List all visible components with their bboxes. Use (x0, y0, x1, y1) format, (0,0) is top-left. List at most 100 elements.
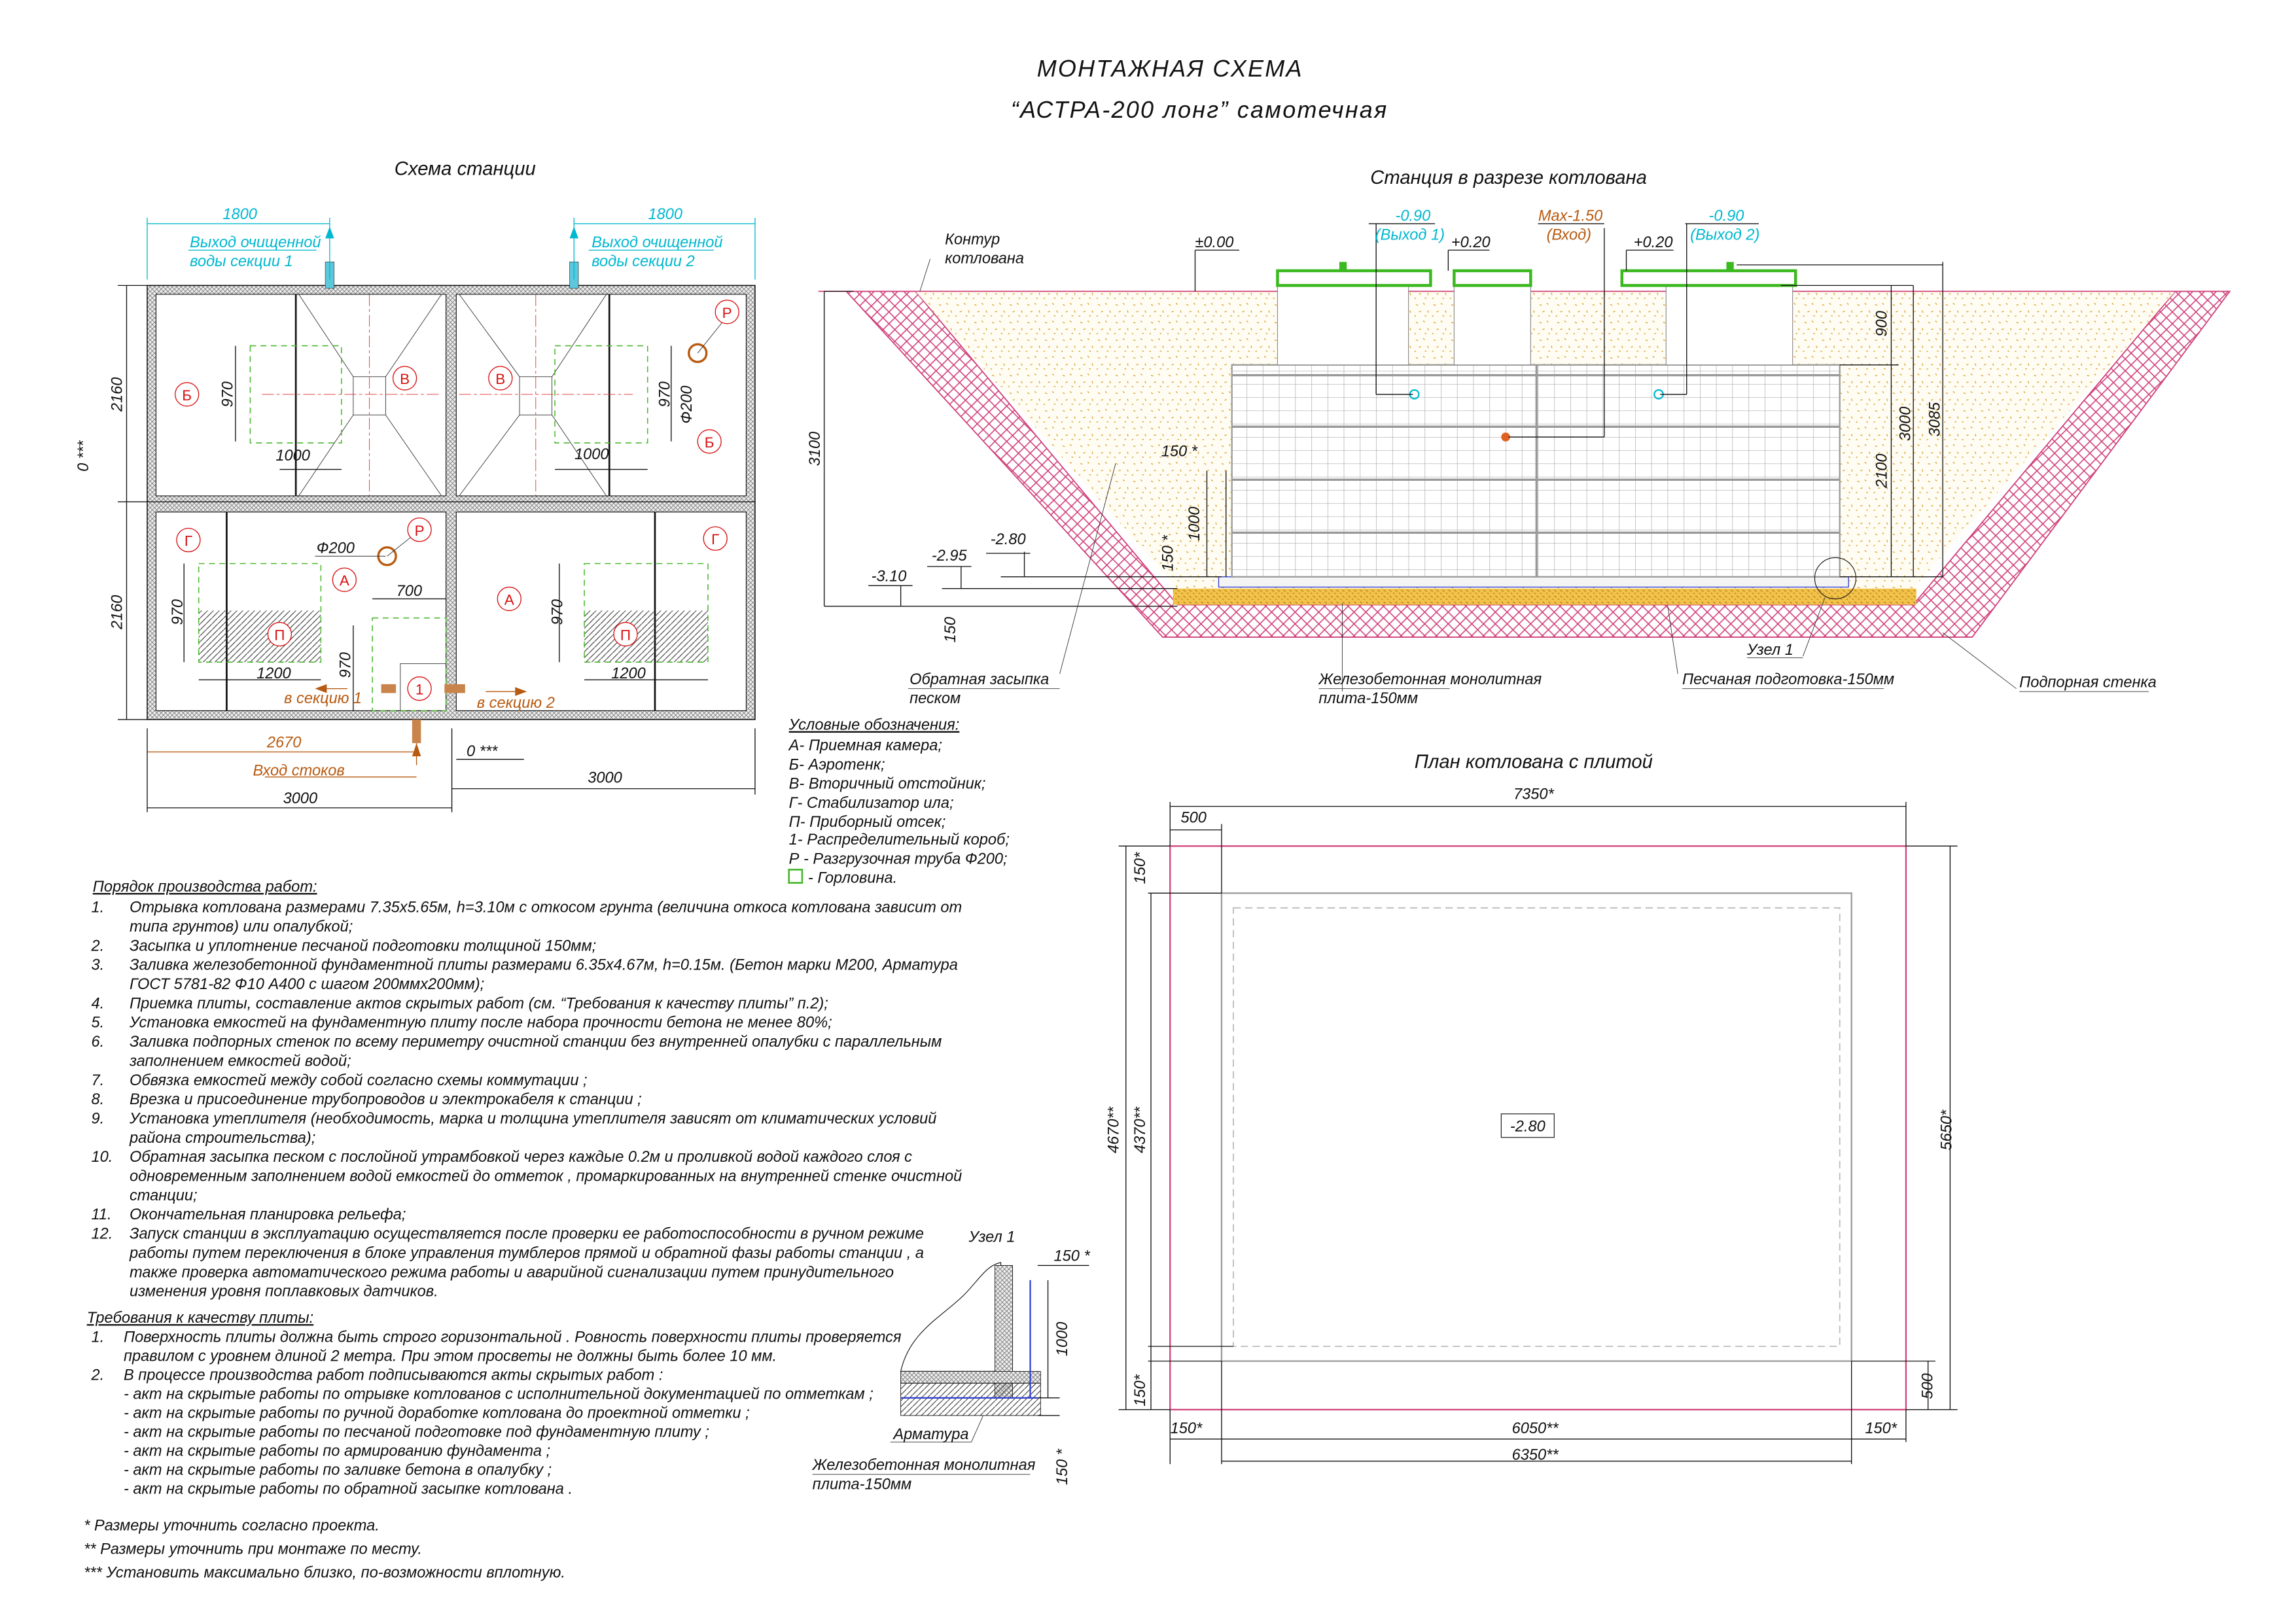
manhole (249, 345, 342, 444)
dimension-lines (1118, 801, 1958, 1465)
procedure-line: Обвязка емкостей между собой согласно сх… (130, 1072, 588, 1089)
station-scheme: Схема станции (75, 159, 756, 812)
manhole (554, 345, 648, 444)
label-g: Г (185, 532, 192, 549)
quality-title: Требования к качеству плиты: (87, 1310, 313, 1327)
dim-6050: 6050** (1512, 1420, 1559, 1437)
slab-outline (1220, 892, 1852, 1362)
axis-lines (262, 294, 633, 497)
dim-phi200: Ф200 (317, 540, 355, 557)
dim-3000: 3000 (588, 770, 622, 787)
lid-2 (1453, 269, 1532, 287)
footnote: * Размеры уточнить согласно проекта. (84, 1517, 380, 1534)
inlet-pipe (412, 719, 421, 743)
procedure-number: 9. (91, 1110, 104, 1127)
legend-item: Р - Разгрузочная труба Ф200; (789, 850, 1008, 867)
label-b: Б (705, 434, 715, 451)
dim-150-star: 150* (1171, 1420, 1203, 1437)
pit-outline (1169, 845, 1907, 1410)
dim-3100: 3100 (807, 432, 824, 466)
outlet2-label: воды секции 2 (592, 253, 694, 270)
manhole (372, 617, 447, 712)
procedure-line: Врезка и присоединение трубопроводов и э… (130, 1091, 642, 1108)
concrete-slab (1218, 576, 1849, 588)
dim-970: 970 (337, 652, 354, 678)
procedure-line: Обратная засыпка песком с послойной утра… (130, 1149, 912, 1166)
sand-bed (1173, 588, 1916, 605)
dim-3000: 3000 (1898, 407, 1915, 442)
pipe-to-section2 (444, 684, 465, 693)
chamber-top-right (455, 294, 747, 497)
dim-3000: 3000 (283, 790, 318, 807)
instrument-compartment-left (198, 610, 321, 663)
procedure-line: Засыпка и уплотнение песчаной подготовки… (130, 937, 596, 954)
procedure-line: работы путем переключения в блоке управл… (129, 1245, 924, 1262)
procedure-line: изменения уровня поплавковых датчиков. (130, 1283, 438, 1300)
legend: Условные обозначения: А- Приемная камера… (788, 717, 1010, 887)
inlet-label: Вход стоков (253, 762, 345, 779)
node1-callout (1814, 557, 1856, 600)
node1-title: Узел 1 (968, 1229, 1016, 1246)
legend-item: Б- Аэротенк; (789, 756, 885, 773)
backfill-label: песком (910, 690, 961, 707)
quality-line: правилом с уровнем длиной 2 метра. При э… (124, 1348, 777, 1365)
lid-lock-icon (1726, 262, 1734, 271)
node1-dimensions (1037, 1265, 1089, 1416)
dim-150-star: 150 * (1161, 443, 1198, 460)
neck-3 (1665, 285, 1793, 366)
dim-970: 970 (549, 599, 566, 625)
footnote: *** Установить максимально близко, по-во… (84, 1564, 565, 1581)
arrow-left-icon (315, 684, 327, 693)
lid-3 (1620, 269, 1797, 287)
level-plus020: +0.20 (1634, 234, 1673, 251)
node1-dim-150: 150 * (1054, 1248, 1091, 1265)
dim-phi200: Ф200 (679, 385, 696, 423)
to-section2-label: в секцию 2 (477, 695, 555, 712)
procedure-number: 8. (91, 1091, 104, 1108)
quality-line: В процессе производства работ подписываю… (124, 1367, 663, 1384)
dim-970: 970 (169, 599, 186, 625)
node1-base (900, 1382, 1041, 1416)
instrument-compartment-right (584, 610, 708, 663)
inlet-marker-icon (1501, 432, 1510, 442)
dim-150-star: 150* (1865, 1420, 1897, 1437)
contour-label: котлована (945, 251, 1024, 268)
quality-line: - акт на скрытые работы по армированию ф… (124, 1442, 550, 1459)
procedure-number: 11. (91, 1206, 111, 1223)
node1-detail: Узел 1 150 * 1000 Арматура Железобетонна… (812, 1229, 1091, 1493)
dim-1000: 1000 (275, 447, 310, 464)
procedure-number: 3. (91, 957, 104, 974)
dim-700: 700 (397, 583, 422, 600)
node1-slab (900, 1370, 1041, 1384)
level-plus020: +0.20 (1451, 234, 1491, 251)
procedure-line: Приемка плиты, составление актов скрытых… (130, 995, 828, 1012)
arrow-up-icon (325, 226, 334, 239)
dim-6350: 6350** (1512, 1446, 1559, 1463)
slab-label: плита-150мм (1318, 690, 1418, 707)
label-1: 1 (415, 682, 424, 698)
dim-1800-left: 1800 (222, 206, 257, 223)
dim-150-star: 150* (1132, 852, 1149, 884)
legend-item: В- Вторичный отстойник; (789, 776, 986, 793)
outlet2-label: (Выход 2) (1690, 227, 1759, 244)
procedure-line: типа грунтов) или опалубкой; (130, 918, 353, 935)
dim-970: 970 (656, 381, 673, 407)
procedure-line: Заливка железобетонной фундаментной плит… (130, 957, 958, 974)
procedure-line: станции; (130, 1187, 198, 1204)
chamber-labels: Б В В Б Р Г Р А А Г П П 1 (175, 300, 739, 701)
zero-mark-bottom: 0 *** (467, 743, 498, 760)
legend-title: Условные обозначения: (788, 717, 960, 734)
procedures: Порядок производства работ: 1.Отрывка ко… (90, 879, 962, 1300)
backfill-label: Обратная засыпка (910, 671, 1049, 688)
station-ribs (1231, 364, 1840, 577)
manhole (198, 563, 322, 663)
footnote: ** Размеры уточнить при монтаже по месту… (84, 1541, 422, 1558)
legend-item: П- Приборный отсек; (789, 814, 946, 831)
procedure-number: 2. (90, 937, 104, 954)
dim-900: 900 (1874, 311, 1891, 336)
label-a: А (504, 591, 514, 608)
quality-requirements: Требования к качеству плиты: 1.Поверхнос… (87, 1310, 902, 1497)
arrow-right-icon (515, 687, 527, 696)
chamber-top-left (155, 294, 447, 497)
